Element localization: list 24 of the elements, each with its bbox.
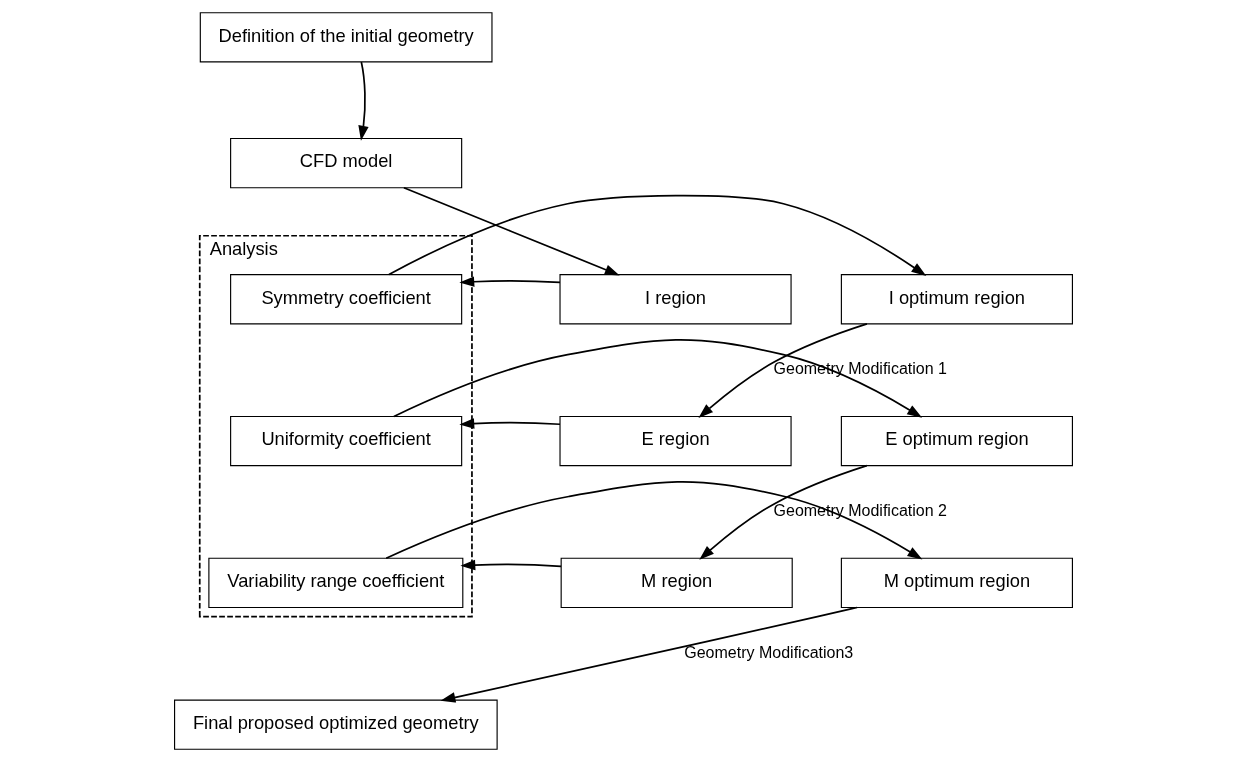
node-box: CFD model — [230, 137, 463, 189]
arrow — [698, 323, 868, 419]
arrow — [358, 61, 369, 141]
node-box: E optimum region — [840, 415, 1073, 467]
node-box: Symmetry coefficient — [230, 274, 463, 325]
arrow — [459, 276, 561, 287]
node-box: Definition of the initial geometry — [199, 12, 493, 63]
arrow — [440, 606, 858, 703]
node-box: E region — [559, 415, 792, 467]
node-box: I optimum region — [840, 274, 1073, 325]
node-box: M region — [560, 557, 793, 609]
arrow — [393, 338, 923, 418]
node-box: Variability range coefficient — [208, 557, 464, 609]
edge-label: Geometry Modification3 — [684, 644, 854, 662]
node-box: I region — [559, 274, 792, 325]
node-box: Uniformity coefficient — [230, 415, 463, 467]
arrow — [403, 186, 620, 276]
arrow — [388, 194, 927, 277]
node-box: M optimum region — [840, 557, 1073, 609]
arrow — [699, 464, 868, 560]
node-box: Final proposed optimized geometry — [174, 699, 498, 750]
arrow — [385, 481, 923, 560]
arrow — [460, 559, 562, 571]
arrow — [459, 418, 561, 429]
